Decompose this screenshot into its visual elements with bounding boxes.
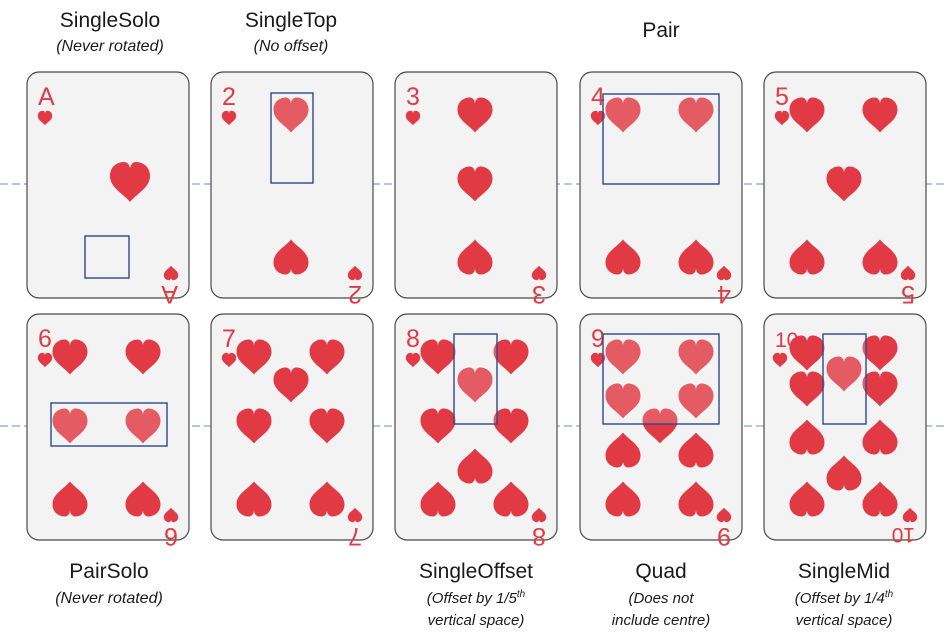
card-3: 33 [394,71,558,308]
note-single-top: (No offset) [254,38,329,55]
label-single-mid: SingleMid [798,560,890,583]
card-A: AA [26,71,190,308]
label-pair-solo: PairSolo [69,560,148,583]
label-single-offset: SingleOffset [419,560,533,583]
card-index-top: 3 [406,83,420,111]
card-face [210,71,374,299]
card-9: 99 [579,313,743,550]
label-single-top: SingleTop [245,9,337,32]
card-index-bottom: 8 [532,522,546,550]
note-single-solo: (Never rotated) [56,38,164,55]
card-4: 44 [579,71,743,308]
pip-region-box [84,235,130,279]
card-index-top: 8 [406,325,420,353]
note-quad-2: include centre) [612,612,710,629]
note-quad-1: (Does not [628,590,694,607]
note-single-mid-sup: th [885,589,894,600]
card-6: 66 [26,313,190,550]
card-2: 22 [210,71,374,308]
pip-region-box [453,333,498,425]
label-quad: Quad [635,560,686,583]
card-index-top: A [38,83,55,111]
note-single-mid-1: (Offset by 1/4th [795,589,894,607]
card-index-top: 9 [591,325,605,353]
note-single-mid-prefix: (Offset by 1/4 [795,590,885,607]
card-index-top: 6 [38,325,52,353]
note-single-offset-1: (Offset by 1/5th [427,589,526,607]
card-8: 88 [394,313,558,550]
note-single-offset-2: vertical space) [428,612,525,629]
card-index-bottom: 4 [717,280,731,308]
note-single-offset-sup: th [517,589,526,600]
card-index-bottom: A [161,280,178,308]
pip-region-box [602,333,720,425]
card-index-top: 7 [222,325,236,353]
pip-region-box [50,402,168,447]
card-index-top: 4 [591,83,605,111]
card-index-bottom: 10 [892,523,915,546]
card-index-bottom: 3 [532,280,546,308]
pip-region-box [822,333,867,425]
card-face [26,71,190,299]
card-index-bottom: 7 [348,522,362,550]
label-pair: Pair [642,19,679,42]
card-index-bottom: 6 [164,522,178,550]
pip-region-box [270,92,314,184]
note-single-mid-2: vertical space) [796,612,893,629]
note-pair-solo: (Never rotated) [55,590,163,607]
card-index-bottom: 9 [717,522,731,550]
card-index-top: 2 [222,83,236,111]
card-index-top: 5 [775,83,789,111]
card-index-bottom: 5 [901,280,915,308]
card-face [763,313,927,541]
card-5: 55 [763,71,927,308]
note-single-offset-prefix: (Offset by 1/5 [427,590,518,607]
card-index-bottom: 2 [348,280,362,308]
card-7: 77 [210,313,374,550]
label-single-solo: SingleSolo [60,9,160,32]
pip-region-box [602,93,720,185]
